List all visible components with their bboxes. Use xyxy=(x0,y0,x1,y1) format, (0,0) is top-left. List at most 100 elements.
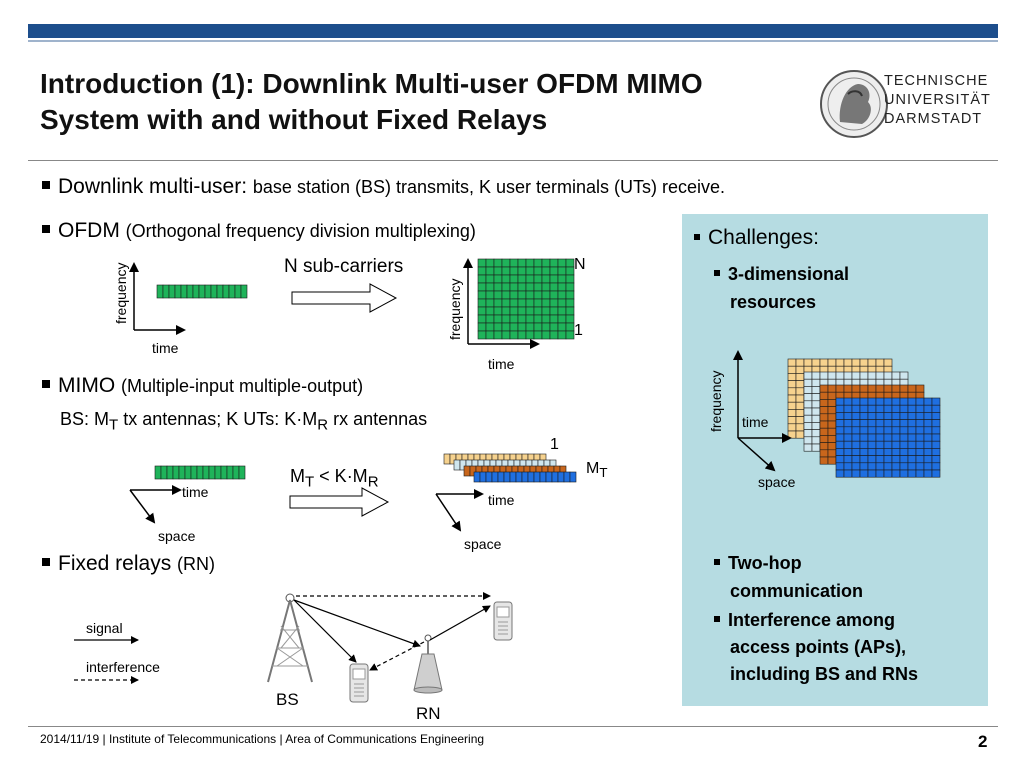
mimo-left-space: space xyxy=(158,528,196,544)
rn-relay-icon xyxy=(413,634,443,694)
bullet-marker xyxy=(694,234,700,240)
bullet-marker xyxy=(42,380,50,388)
grid-axis-time: time xyxy=(488,356,515,372)
bullet-ofdm-detail: (Orthogonal frequency division multiplex… xyxy=(125,221,476,241)
mt-cond-sub-t: T xyxy=(305,473,315,491)
logo-line-2: UNIVERSITÄT xyxy=(884,92,991,108)
footer-text: 2014/11/19 | Institute of Telecommunicat… xyxy=(40,732,485,746)
stack-label-1: 1 xyxy=(550,436,559,453)
stack-mt-m: M xyxy=(586,460,600,477)
legend-signal-label: signal xyxy=(86,620,123,636)
mimo-axes-left xyxy=(129,485,182,524)
user-terminal-icon xyxy=(349,663,369,703)
mimo-line-part-c: rx antennas xyxy=(328,409,428,429)
bullet-relays-main: Fixed relays xyxy=(58,552,172,575)
legend-interference-label: interference xyxy=(86,659,160,675)
ofdm-axes xyxy=(129,262,186,335)
seal-icon xyxy=(820,70,888,138)
mt-cond-part-a: M xyxy=(290,466,305,486)
title-line-2: System with and without Fixed Relays xyxy=(40,104,548,135)
mt-cond-sub-r: R xyxy=(367,473,379,491)
time-frequency-block xyxy=(477,258,575,340)
ofdm-time-frequency-grid xyxy=(477,258,575,340)
challenges-heading: Challenges: xyxy=(694,226,819,250)
ofdm-axis-time: time xyxy=(152,340,179,356)
title-line-1: Introduction (1): Downlink Multi-user OF… xyxy=(40,68,703,99)
rn-label: RN xyxy=(416,704,441,723)
ofdm-grid-axes xyxy=(463,258,540,349)
mimo-left-time: time xyxy=(182,484,209,500)
challenge-item-interference: Interference among access points (APs), … xyxy=(714,607,918,688)
grid-label-n: N xyxy=(574,256,586,273)
mimo-line-sub-r: R xyxy=(317,416,329,434)
challenge-item-3-line-2: access points (APs), xyxy=(730,637,907,657)
mimo-strip xyxy=(154,465,246,480)
resource-layer xyxy=(835,397,941,478)
bullet-mimo-main: MIMO xyxy=(58,374,116,397)
bullet-mimo: MIMO (Multiple-input multiple-output) xyxy=(42,374,363,398)
challenges-heading-text: Challenges: xyxy=(708,226,819,249)
subcarrier-strip xyxy=(156,284,248,299)
mimo-right-time: time xyxy=(488,492,515,508)
footer-line xyxy=(28,726,998,727)
challenge-item-1-line-1: 3-dimensional xyxy=(728,264,850,284)
bs-tower-icon xyxy=(267,593,313,683)
stack-label-mt: MT xyxy=(586,460,607,480)
title-separator xyxy=(28,160,998,161)
bullet-relays-detail: (RN) xyxy=(177,554,216,574)
bullet-marker xyxy=(714,270,720,276)
grid-label-1: 1 xyxy=(574,322,583,339)
bullet-downlink: Downlink multi-user: base station (BS) t… xyxy=(42,175,725,199)
user-terminal-icon xyxy=(493,601,513,641)
bs-label: BS xyxy=(276,690,299,709)
mt-cond-part-b: < K·M xyxy=(314,466,368,486)
logo-text: TECHNISCHE UNIVERSITÄT DARMSTADT xyxy=(884,72,991,129)
page-number: 2 xyxy=(978,732,988,751)
top-banner-line xyxy=(28,40,998,42)
bullet-marker xyxy=(42,558,50,566)
ofdm-subcarrier-strip xyxy=(156,284,248,299)
bullet-mimo-detail: (Multiple-input multiple-output) xyxy=(121,376,364,396)
top-banner-bar xyxy=(28,24,998,38)
bullet-relays: Fixed relays (RN) xyxy=(42,552,215,576)
bullet-downlink-detail: base station (BS) transmits, K user term… xyxy=(252,177,726,197)
challenge-item-1-line-2: resources xyxy=(730,292,817,312)
challenge-item-2-line-2: communication xyxy=(730,581,864,601)
mimo-axes-right xyxy=(435,489,484,532)
challenge-item-3-line-1: Interference among xyxy=(728,610,896,630)
mimo-single-strip xyxy=(154,465,246,480)
challenge-item-3d-resources: 3-dimensional resources xyxy=(714,260,849,316)
challenge-item-3-line-3: including BS and RNs xyxy=(730,664,919,684)
stack-mt-sub: T xyxy=(599,465,608,481)
antenna-strip xyxy=(473,471,577,483)
n-subcarriers-label: N sub-carriers xyxy=(284,256,404,277)
challenge-item-two-hop: Two-hop communication xyxy=(714,549,863,605)
relay-signal-arrows xyxy=(293,592,491,671)
cube-axis-frequency: frequency xyxy=(708,370,724,432)
mimo-line-sub-t: T xyxy=(109,416,119,434)
grid-axis-frequency: frequency xyxy=(447,278,463,340)
challenge-item-2-line-1: Two-hop xyxy=(728,553,802,573)
3d-resource-grid xyxy=(787,358,941,478)
cube-axis-space: space xyxy=(758,474,796,490)
bullet-marker xyxy=(714,559,720,565)
ofdm-axis-frequency: frequency xyxy=(113,262,129,324)
cube-axes xyxy=(733,350,792,472)
bullet-marker xyxy=(42,225,50,233)
hollow-arrow-mimo xyxy=(289,487,390,517)
mimo-right-space: space xyxy=(464,536,502,552)
bullet-marker xyxy=(714,616,720,622)
mimo-antennas-line: BS: MT tx antennas; K UTs: K·MR rx anten… xyxy=(60,409,427,434)
university-logo xyxy=(804,56,1000,150)
mimo-antenna-strips xyxy=(443,453,577,483)
bullet-downlink-main: Downlink multi-user: xyxy=(58,175,248,198)
bullet-ofdm-main: OFDM xyxy=(58,219,120,242)
slide-title: Introduction (1): Downlink Multi-user OF… xyxy=(40,66,800,138)
bullet-marker xyxy=(42,181,50,189)
mimo-line-part-b: tx antennas; K UTs: K·M xyxy=(118,409,318,429)
mt-condition: MT < K·MR xyxy=(290,466,379,491)
mimo-line-part-a: BS: M xyxy=(60,409,110,429)
logo-line-1: TECHNISCHE xyxy=(884,73,989,89)
hollow-arrow-ofdm xyxy=(291,283,398,313)
